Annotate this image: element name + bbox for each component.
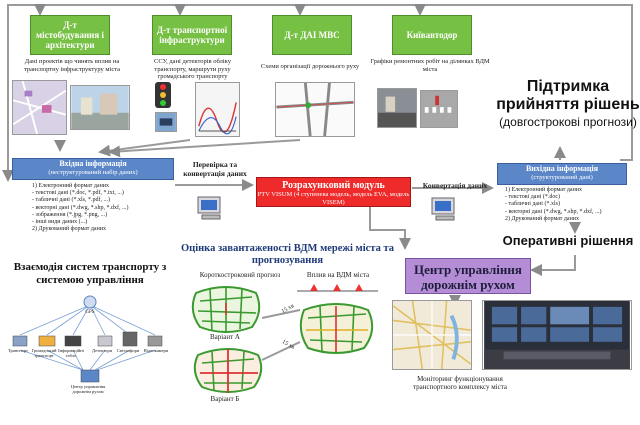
dept-transport-infra-title: Д-т транспортної інфраструктури [156, 25, 228, 45]
input-line: - текстові дані (*.doc, *.pdf, *.txt, ..… [32, 190, 124, 197]
transport-chart-image [195, 82, 240, 137]
traffic-scheme-image [275, 82, 355, 137]
input-info-subtitle: (неструктурований набір даних) [48, 169, 138, 176]
input-line: - векторні дані (*.dwg, *.shp, *.dxf, ..… [32, 204, 129, 211]
decision-support-line1: Підтримка [526, 78, 610, 95]
road-works-image [377, 88, 417, 128]
device-label: Інформаційні табло [58, 348, 84, 358]
dept-transport-infra-note: ССУ, дані детекторів обліку транспорту, … [154, 58, 231, 80]
dept-dai-note: Схеми організації дорожнього руху [260, 63, 360, 70]
computer-icon [197, 196, 221, 220]
device-label: Детектори [91, 348, 113, 353]
dept-kyivavtodor: Київавтодор [392, 15, 472, 55]
traffic-control-center-line1: Центр управління [414, 262, 522, 277]
decision-support: Підтримка прийняття рішень (довгостроков… [496, 78, 640, 130]
dept-urban-planning-title: Д-т містобудування і архітектури [36, 20, 104, 50]
decision-support-line2: прийняття рішень [496, 96, 640, 113]
output-line: - векторні дані (*.dwg, *.shp, *.dxf, ..… [505, 208, 602, 215]
device-label: Світлофори [116, 348, 140, 353]
device-label: Транспорт [7, 348, 29, 353]
device-label: Центр управління дорожнім рухом [70, 384, 106, 394]
dept-dai-title: Д-т ДАІ МВС [284, 30, 340, 40]
input-line: - зображення (*.jpg, *.png, ...) [32, 211, 108, 218]
device-label: Відеокамери [143, 348, 169, 353]
urban-render-image [70, 85, 130, 130]
check-label: Перевірка та конвертація даних [183, 160, 247, 178]
output-line: - табличні дані (*.xls) [505, 201, 560, 208]
computer-icon [431, 197, 455, 221]
short-forecast-label: Короткостроковий прогноз [199, 271, 281, 279]
gps-label: GPS [85, 310, 95, 315]
road-crossing-image [420, 90, 458, 128]
transport-network-diagram [12, 295, 163, 383]
decision-support-sub: (довгострокові прогнози) [499, 115, 637, 129]
calculation-module: Розрахунковий модуль PTV VISUM (4 ступен… [256, 177, 411, 207]
input-line: 1) Електронний формат даних [32, 183, 110, 189]
input-info-header: Вхідна інформація (неструктурований набі… [12, 158, 174, 180]
calculation-module-title: Розрахунковий модуль [282, 180, 385, 191]
interaction-title: Взаємодія систем транспорту з системою у… [13, 261, 167, 286]
dept-kyivavtodor-title: Київавтодор [406, 30, 458, 40]
calculation-module-sub: PTV VISUM (4 ступенева модель, модель EV… [257, 191, 410, 206]
input-info-title: Вхідна інформація [59, 159, 127, 168]
device-label: Громадський транспорт [31, 348, 57, 358]
detector-camera-image [155, 112, 177, 132]
variant-a-label: Варіант А [210, 333, 240, 341]
output-info-list: 1) Електронний формат даних - текстові д… [505, 187, 601, 223]
dept-transport-infra: Д-т транспортної інфраструктури [152, 15, 232, 55]
output-line: 1) Електронний формат даних [505, 187, 583, 193]
output-line: 2) Друкований формат даних [505, 215, 579, 222]
traffic-control-center-line2: дорожнім рухом [421, 277, 515, 292]
output-info-header: Вихідна інформація (структурований дані) [497, 163, 627, 185]
urban-map-image [12, 80, 67, 135]
city-monitoring-map [392, 300, 472, 370]
dept-urban-planning-note: Дані проектів що чинять вплив на транспо… [23, 58, 121, 73]
input-line: 2) Друкований формат даних [32, 226, 106, 233]
convert-label: Конвертація даних [422, 181, 488, 190]
input-line: - інші види даних (...) [32, 219, 88, 226]
dept-dai: Д-т ДАІ МВС [272, 15, 352, 55]
output-line: - текстові дані (*.doc) [505, 194, 561, 201]
input-info-list: 1) Електронний формат даних - текстові д… [32, 183, 128, 233]
network-map-variant-a [191, 286, 261, 333]
control-room-photo [482, 300, 632, 370]
dept-urban-planning: Д-т містобудування і архітектури [30, 15, 110, 55]
network-map-current [299, 303, 374, 354]
input-line: - табличні дані (*.xls, *.pdf, ...) [32, 197, 110, 204]
operative-decisions: Оперативні рішення [502, 233, 634, 248]
output-info-title: Вихідна інформація [525, 164, 599, 173]
network-map-variant-b [193, 348, 263, 393]
output-info-subtitle: (структурований дані) [531, 174, 593, 181]
variant-b-label: Варіант Б [210, 395, 240, 403]
traffic-control-center: Центр управління дорожнім рухом [405, 258, 531, 294]
estimate-title: Оцінка завантаженості ВДМ мережі міста т… [181, 243, 394, 266]
impact-timeline [297, 284, 378, 292]
dept-kyivavtodor-note: Графіки ремонтних робіт на ділянках ВДМ … [370, 58, 490, 73]
traffic-light-icon [155, 82, 171, 108]
monitoring-caption: Моніторинг функціонування транспортного … [413, 375, 507, 391]
impact-label: Вплив на ВДМ міста [306, 271, 370, 279]
